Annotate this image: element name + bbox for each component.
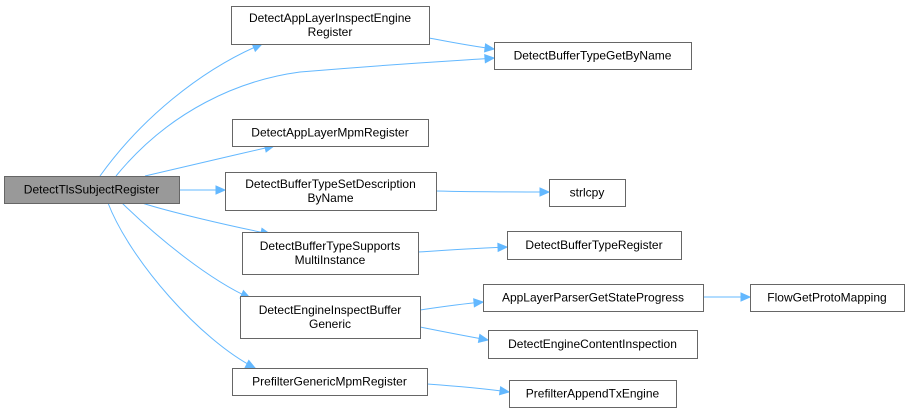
node-box[interactable] [4, 176, 180, 204]
node-box[interactable] [483, 284, 704, 312]
arrowhead-icon [477, 333, 490, 344]
node-label: DetectBufferTypeSetDescription [245, 177, 416, 191]
node-box[interactable] [231, 6, 430, 45]
function-node[interactable]: PrefilterGenericMpmRegister [232, 368, 428, 396]
node-box[interactable] [488, 330, 698, 359]
function-node[interactable]: FlowGetProtoMapping [750, 284, 905, 312]
node-label: AppLayerParserGetStateProgress [502, 291, 684, 305]
edge-line [99, 43, 263, 177]
edge-inspect_buffer_generic-to-get_state_progress [419, 298, 485, 311]
function-node[interactable]: DetectBufferTypeGetByName [494, 42, 692, 70]
node-label: DetectEngineContentInspection [508, 337, 677, 351]
arrowhead-icon [484, 54, 496, 64]
function-node[interactable]: DetectEngineContentInspection [488, 330, 698, 359]
node-label: Generic [309, 317, 351, 331]
node-label: FlowGetProtoMapping [767, 291, 886, 305]
edge-root-to-prefilter_generic [107, 202, 257, 369]
arrowhead-icon [483, 43, 496, 53]
root-node[interactable]: DetectTlsSubjectRegister [4, 176, 180, 204]
edge-line [426, 383, 510, 393]
edge-get_state_progress-to-flow_get_proto [703, 292, 752, 302]
edge-line [419, 326, 489, 341]
edge-prefilter_generic-to-prefilter_append [426, 383, 511, 396]
node-label: DetectBufferTypeSupports [260, 239, 401, 253]
arrowhead-icon [539, 187, 551, 197]
node-label: DetectTlsSubjectRegister [24, 183, 159, 197]
edge-root-to-inspect_engine_register [99, 43, 264, 177]
arrowhead-icon [497, 242, 509, 253]
edge-line [107, 202, 256, 369]
arrowhead-icon [498, 385, 511, 396]
arrowhead-icon [473, 298, 485, 308]
node-label: DetectAppLayerInspectEngine [249, 11, 411, 25]
edge-line [121, 202, 251, 299]
function-node[interactable]: DetectAppLayerMpmRegister [232, 119, 429, 147]
function-node[interactable]: PrefilterAppendTxEngine [509, 380, 677, 408]
node-box[interactable] [242, 232, 419, 275]
arrowhead-icon [215, 185, 227, 195]
node-label: ByName [307, 191, 353, 205]
edge-root-to-mpm_register [144, 143, 276, 177]
edge-line [141, 202, 271, 235]
edge-line [115, 57, 495, 177]
node-box[interactable] [232, 119, 429, 147]
arrowhead-icon [740, 292, 752, 302]
node-label: DetectBufferTypeGetByName [514, 49, 672, 63]
node-box[interactable] [507, 231, 682, 260]
node-box[interactable] [225, 172, 437, 211]
node-box[interactable] [240, 296, 421, 339]
edge-line [417, 246, 508, 253]
edge-inspect_buffer_generic-to-content_inspection [419, 326, 490, 344]
node-label: DetectAppLayerMpmRegister [251, 126, 408, 140]
function-node[interactable]: AppLayerParserGetStateProgress [483, 284, 704, 312]
node-label: PrefilterAppendTxEngine [526, 387, 660, 401]
edge-root-to-set_description [178, 185, 227, 195]
edge-line [144, 145, 275, 177]
node-box[interactable] [549, 179, 626, 207]
edge-line [428, 37, 495, 50]
function-node[interactable]: DetectBufferTypeRegister [507, 231, 682, 260]
node-label: DetectBufferTypeRegister [525, 238, 662, 252]
edge-supports_multi-to-type_register [417, 242, 509, 253]
node-label: PrefilterGenericMpmRegister [252, 375, 407, 389]
node-box[interactable] [509, 380, 677, 408]
edge-set_description-to-strlcpy [435, 187, 551, 197]
function-node[interactable]: strlcpy [549, 179, 626, 207]
edge-line [435, 190, 550, 193]
node-box[interactable] [232, 368, 428, 396]
node-label: MultiInstance [295, 253, 366, 267]
edge-line [419, 301, 484, 311]
node-label: Register [308, 25, 353, 39]
node-box[interactable] [494, 42, 692, 70]
edge-inspect_engine_register-to-get_by_name [428, 37, 496, 53]
arrowhead-icon [244, 359, 257, 369]
node-box[interactable] [750, 284, 905, 312]
node-label: DetectEngineInspectBuffer [259, 303, 402, 317]
edge-root-to-inspect_buffer_generic [121, 202, 252, 299]
nodes-layer: DetectTlsSubjectRegister DetectAppLayerIn… [4, 6, 905, 408]
node-label: strlcpy [570, 186, 605, 200]
edge-root-to-get_by_name [115, 54, 496, 177]
